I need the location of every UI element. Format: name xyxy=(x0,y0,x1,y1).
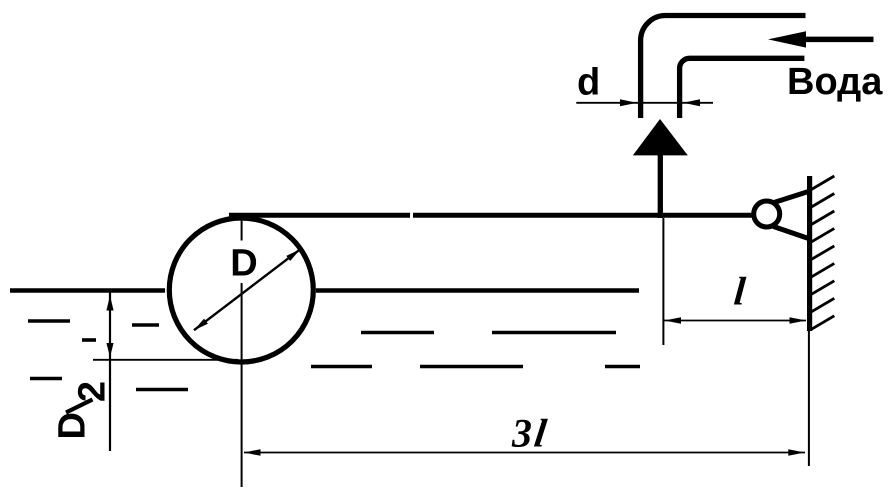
svg-text:D: D xyxy=(230,243,257,285)
svg-text:l: l xyxy=(732,269,748,314)
svg-text:Вода: Вода xyxy=(787,61,883,103)
svg-text:2: 2 xyxy=(71,381,113,402)
svg-text:d: d xyxy=(577,62,600,104)
svg-text:3: 3 xyxy=(511,411,532,456)
svg-text:D: D xyxy=(52,412,94,439)
